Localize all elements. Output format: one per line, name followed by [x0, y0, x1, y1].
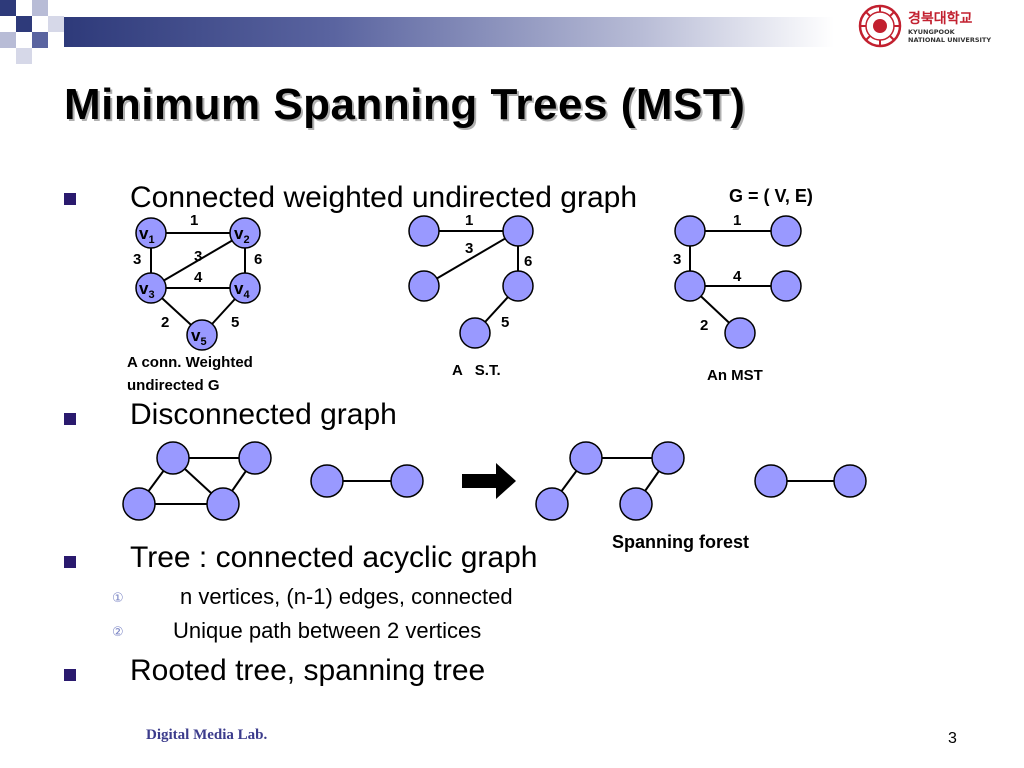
mst-weight-mid: 4	[733, 268, 742, 285]
weight-v1-v2: 1	[190, 212, 198, 229]
bullet-marker-3	[64, 556, 76, 568]
node-v3	[135, 272, 167, 304]
st-edge-diag	[423, 230, 519, 287]
graph-connected-weighted: v1 v2 v3 v4 v5 1 3 3 4 6 2 5 A conn. Wei…	[127, 212, 262, 394]
mst-weight-bottom: 2	[700, 317, 708, 334]
mst-weight-left: 3	[673, 251, 681, 268]
sub-bullet-unique-path: Unique path between 2 vertices	[173, 618, 482, 643]
mst-node-2	[770, 215, 802, 247]
corner-decoration	[0, 0, 64, 64]
university-name-english-line1: KYUNGPOOK	[908, 28, 955, 36]
slide-title: Minimum Spanning Trees (MST)	[64, 80, 746, 129]
bullet-connected-graph: Connected weighted undirected graph	[130, 181, 638, 214]
graph1-caption-line1: A conn. Weighted	[127, 354, 253, 371]
graph-spanning-forest: Spanning forest	[535, 441, 867, 552]
node-label-v4: v4	[234, 279, 250, 301]
st-weight-right: 6	[524, 253, 532, 270]
page-number: 3	[948, 730, 957, 747]
bullet-marker-4	[64, 669, 76, 681]
node-label-v5: v5	[191, 326, 207, 348]
graph-mst: 1 3 4 2 An MST	[673, 212, 802, 384]
node-v2	[229, 217, 261, 249]
st-weight-top: 1	[465, 212, 473, 229]
mst-node-1	[674, 215, 706, 247]
graph-spanning-tree: 1 3 6 5 A S.T.	[408, 212, 534, 379]
weight-v3-v4: 4	[194, 269, 203, 286]
university-seal-icon	[858, 4, 902, 48]
footer-lab-name: Digital Media Lab.	[146, 727, 268, 743]
mst-weight-top: 1	[733, 212, 741, 229]
st-node-3	[408, 270, 440, 302]
mst-caption: An MST	[707, 367, 763, 384]
st-caption: A S.T.	[452, 362, 501, 379]
node-label-v2: v2	[234, 224, 250, 246]
bullet-rooted-tree: Rooted tree, spanning tree	[130, 654, 486, 687]
sub-bullet-marker-2: ②	[112, 625, 124, 640]
edge-v2-v3	[150, 232, 246, 289]
st-node-1	[408, 215, 440, 247]
st-weight-diag: 3	[465, 240, 473, 257]
title-bar-gradient	[64, 17, 834, 47]
bullet-marker-2	[64, 413, 76, 425]
bullet-tree-definition: Tree : connected acyclic graph	[130, 541, 538, 574]
weight-v3-v5: 2	[161, 314, 169, 331]
st-node-2	[502, 215, 534, 247]
bullet-disconnected-graph: Disconnected graph	[130, 398, 397, 431]
node-label-v1: v1	[139, 224, 155, 246]
st-weight-bottom: 5	[501, 314, 509, 331]
node-v4	[229, 272, 261, 304]
bullet-marker-1	[64, 193, 76, 205]
mst-node-3	[674, 270, 706, 302]
graph-notation: G = ( V, E)	[729, 186, 813, 206]
node-label-v3: v3	[139, 279, 155, 301]
sub-bullet-n-vertices: n vertices, (n-1) edges, connected	[180, 584, 513, 609]
weight-v2-v3: 3	[194, 248, 202, 265]
mst-node-4	[770, 270, 802, 302]
graph1-caption-line2: undirected G	[127, 377, 220, 394]
st-node-4	[502, 270, 534, 302]
spanning-forest-caption: Spanning forest	[612, 532, 749, 552]
weight-v1-v3: 3	[133, 251, 141, 268]
university-name-english-line2: NATIONAL UNIVERSITY	[908, 36, 992, 44]
university-name-english: KYUNGPOOK NATIONAL UNIVERSITY	[908, 28, 991, 44]
node-v1	[135, 217, 167, 249]
university-logo: 경북대학교 KYUNGPOOK NATIONAL UNIVERSITY	[858, 4, 991, 48]
graph-disconnected	[122, 441, 424, 521]
node-v5	[186, 319, 218, 351]
right-arrow-icon	[462, 463, 516, 499]
st-node-5	[459, 317, 491, 349]
university-name-korean: 경북대학교	[908, 11, 973, 27]
weight-v4-v5: 5	[231, 314, 239, 331]
mst-node-5	[724, 317, 756, 349]
sub-bullet-marker-1: ①	[112, 591, 124, 606]
weight-v2-v4: 6	[254, 251, 262, 268]
